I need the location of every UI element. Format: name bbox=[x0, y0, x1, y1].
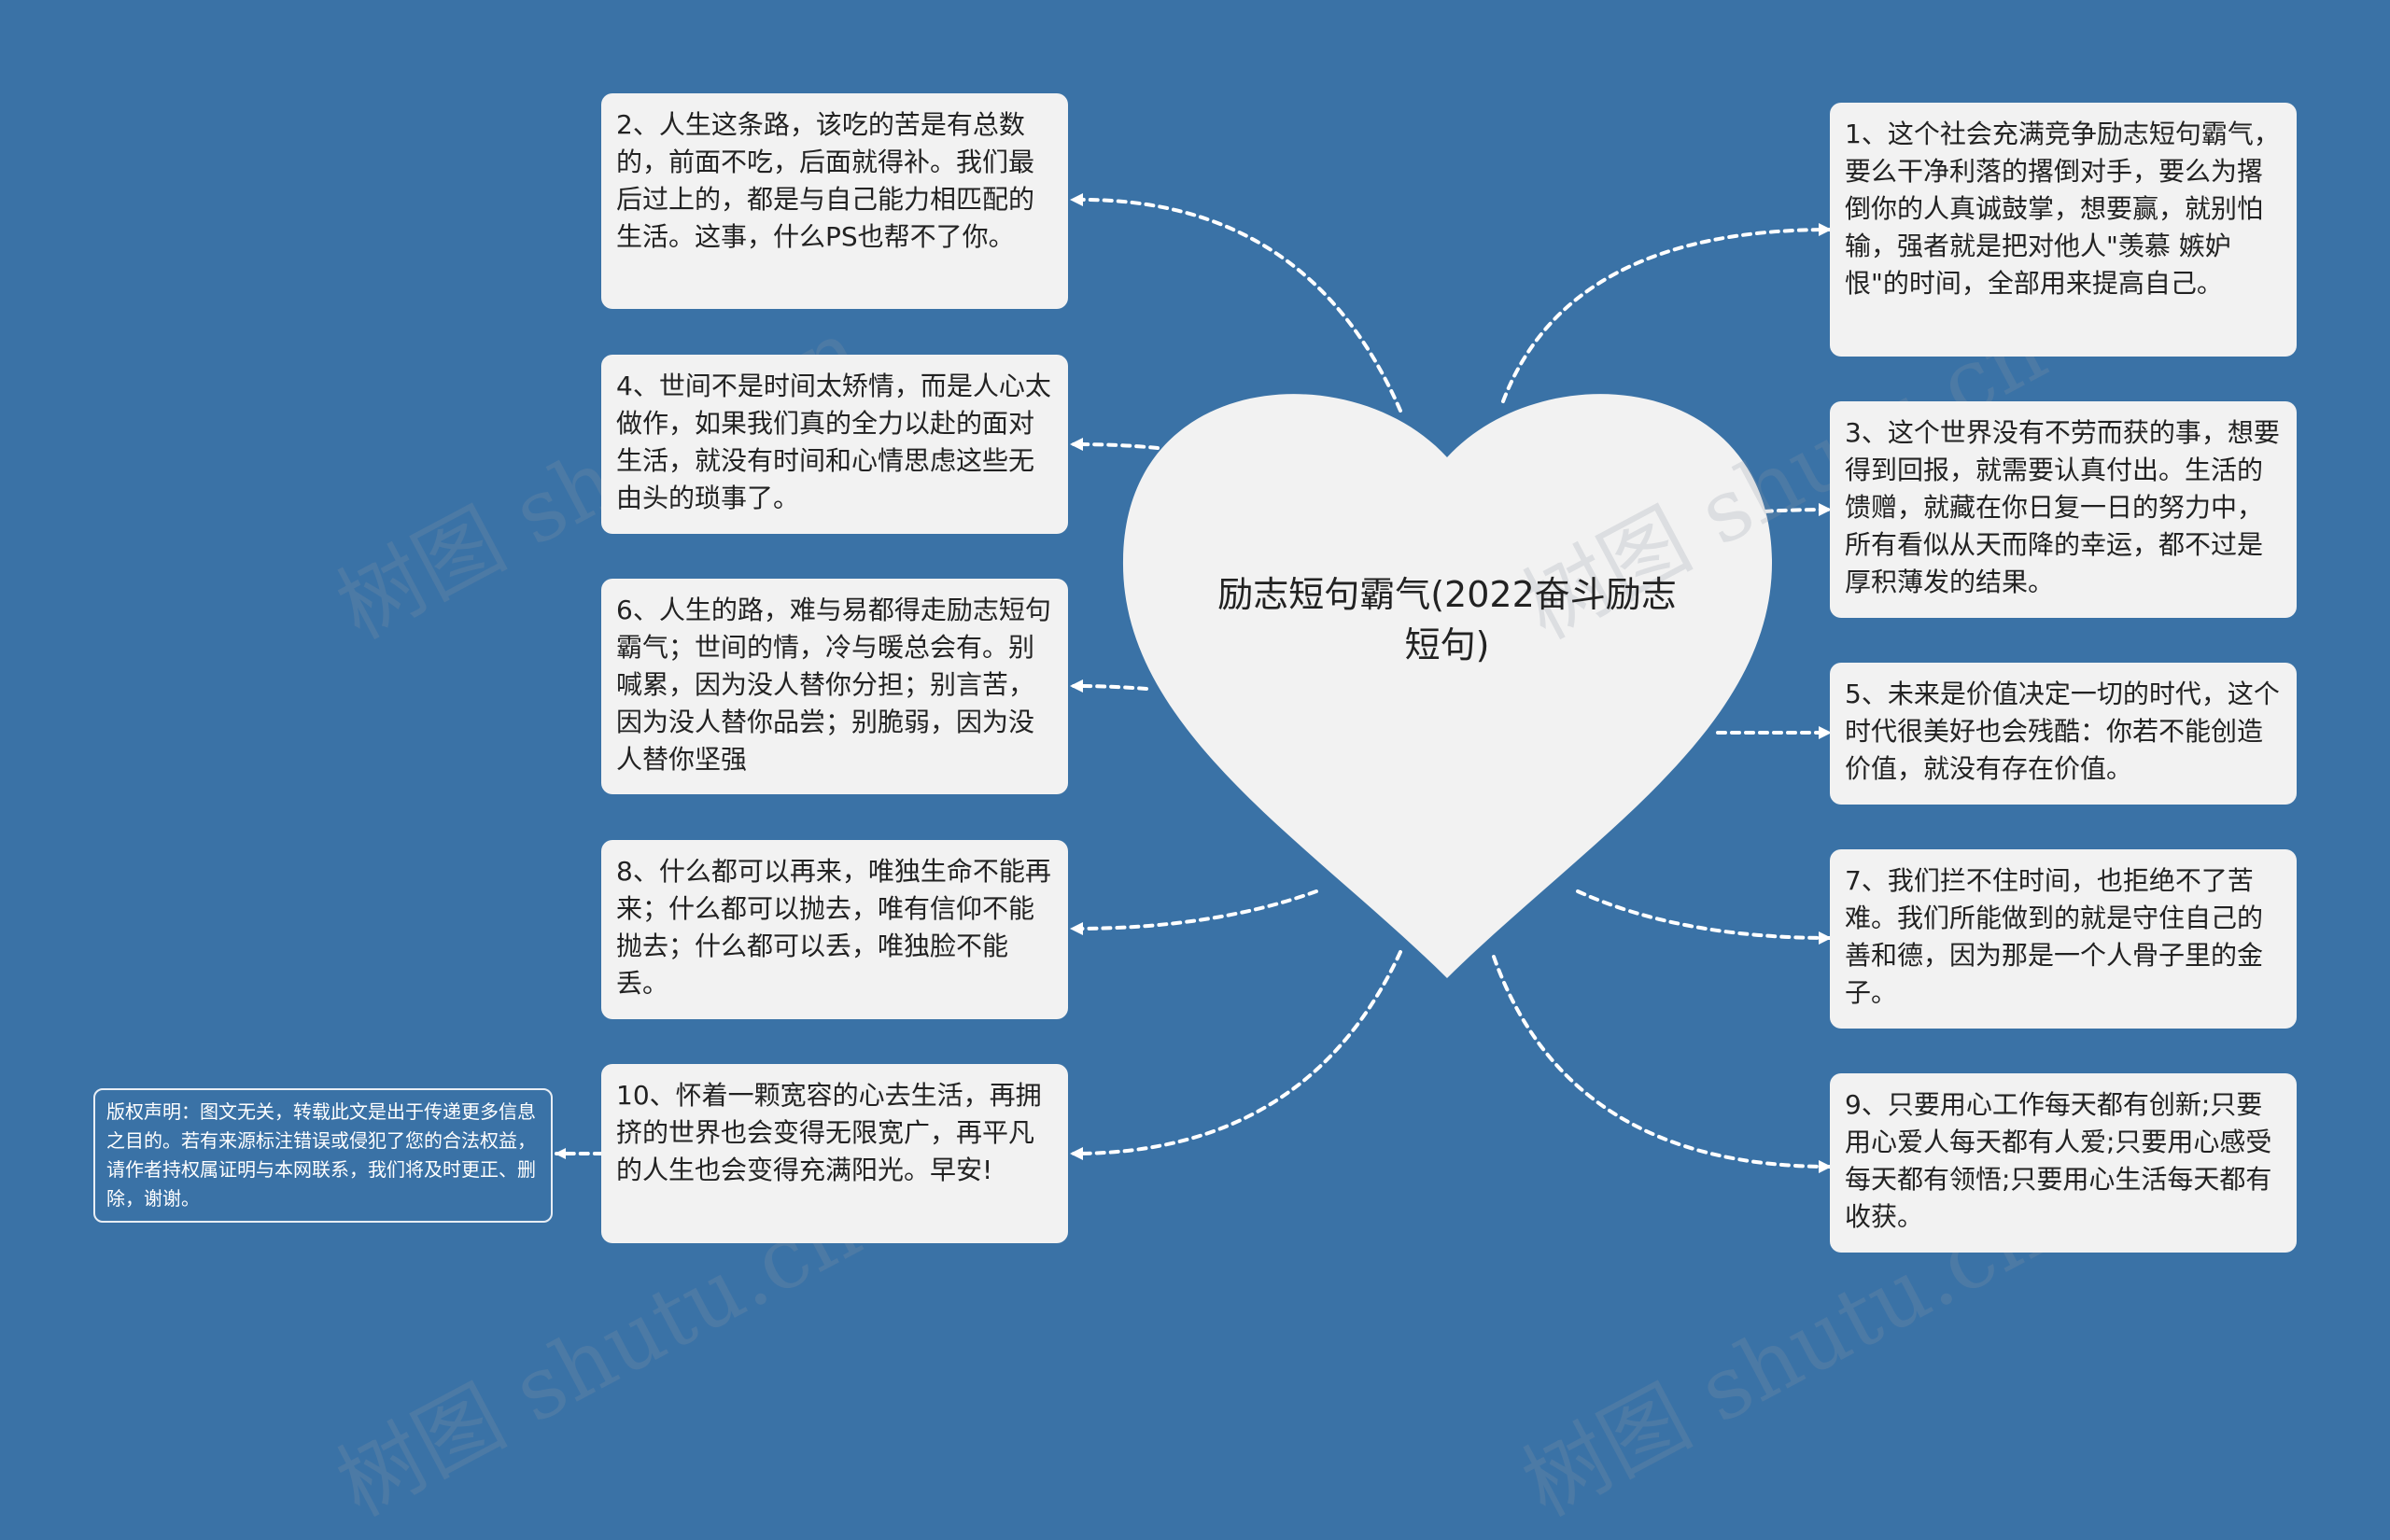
arrow-card-1 bbox=[1819, 223, 1832, 236]
copyright-text: 版权声明：图文无关，转载此文是出于传递更多信息之目的。若有来源标注错误或侵犯了您… bbox=[106, 1100, 536, 1210]
arrow-card-8 bbox=[1070, 922, 1083, 935]
card-7[interactable]: 7、我们拦不住时间，也拒绝不了苦难。我们所能做到的就是守住自己的善和德，因为那是… bbox=[1830, 849, 2297, 1029]
connector-card-9 bbox=[1492, 955, 1832, 1169]
connector-card-1 bbox=[1501, 228, 1832, 403]
arrow-copyright bbox=[555, 1148, 566, 1159]
card-6[interactable]: 6、人生的路，难与易都得走励志短句霸气；世间的情，冷与暖总会有。别喊累，因为没人… bbox=[601, 579, 1068, 794]
card-text: 3、这个世界没有不劳而获的事，想要得到回报，就需要认真付出。生活的馈赠，就藏在你… bbox=[1845, 417, 2280, 597]
arrow-card-5 bbox=[1819, 726, 1832, 739]
card-text: 10、怀着一颗宽容的心去生活，再拥挤的世界也会变得无限宽广，再平凡的人生也会变得… bbox=[616, 1080, 1042, 1185]
card-4[interactable]: 4、世间不是时间太矫情，而是人心太做作，如果我们真的全力以赴的面对生活，就没有时… bbox=[601, 355, 1068, 534]
connector-card-7 bbox=[1576, 889, 1832, 940]
arrow-card-10 bbox=[1070, 1147, 1083, 1160]
card-text: 7、我们拦不住时间，也拒绝不了苦难。我们所能做到的就是守住自己的善和德，因为那是… bbox=[1845, 865, 2264, 1008]
mind-map-canvas: 树图 shutu.cn 树图 shutu.cn 树图 shutu.cn 树图 s… bbox=[93, 93, 2297, 1535]
card-1[interactable]: 1、这个社会充满竞争励志短句霸气，要么干净利落的撂倒对手，要么为撂倒你的人真诚鼓… bbox=[1830, 103, 2297, 357]
copyright-notice: 版权声明：图文无关，转载此文是出于传递更多信息之目的。若有来源标注错误或侵犯了您… bbox=[93, 1088, 553, 1223]
arrow-card-7 bbox=[1819, 931, 1832, 945]
card-2[interactable]: 2、人生这条路，该吃的苦是有总数的，前面不吃，后面就得补。我们最后过上的，都是与… bbox=[601, 93, 1068, 309]
card-text: 1、这个社会充满竞争励志短句霸气，要么干净利落的撂倒对手，要么为撂倒你的人真诚鼓… bbox=[1845, 119, 2280, 299]
card-9[interactable]: 9、只要用心工作每天都有创新;只要用心爱人每天都有人爱;只要用心感受每天都有领悟… bbox=[1830, 1073, 2297, 1253]
card-8[interactable]: 8、什么都可以再来，唯独生命不能再来；什么都可以抛去，唯有信仰不能抛去；什么都可… bbox=[601, 840, 1068, 1019]
connector-card-10 bbox=[1072, 950, 1402, 1155]
card-5[interactable]: 5、未来是价值决定一切的时代，这个时代很美好也会残酷：你若不能创造价值，就没有存… bbox=[1830, 663, 2297, 805]
card-text: 5、未来是价值决定一切的时代，这个时代很美好也会残酷：你若不能创造价值，就没有存… bbox=[1845, 679, 2280, 784]
arrow-card-2 bbox=[1070, 193, 1083, 206]
arrow-card-6 bbox=[1070, 679, 1083, 693]
arrow-card-4 bbox=[1070, 438, 1083, 451]
card-text: 2、人生这条路，该吃的苦是有总数的，前面不吃，后面就得补。我们最后过上的，都是与… bbox=[616, 109, 1035, 252]
connector-card-4 bbox=[1072, 442, 1160, 450]
connector-layer bbox=[555, 193, 1832, 1173]
connector-card-6 bbox=[1072, 684, 1148, 691]
card-3[interactable]: 3、这个世界没有不劳而获的事，想要得到回报，就需要认真付出。生活的馈赠，就藏在你… bbox=[1830, 401, 2297, 618]
card-text: 4、世间不是时间太矫情，而是人心太做作，如果我们真的全力以赴的面对生活，就没有时… bbox=[616, 371, 1051, 513]
arrow-card-9 bbox=[1819, 1160, 1832, 1173]
connector-card-2 bbox=[1072, 197, 1402, 413]
heart-shape bbox=[1122, 394, 1773, 978]
central-topic[interactable]: 励志短句霸气(2022奋斗励志短句) bbox=[1217, 574, 1677, 665]
arrow-card-3 bbox=[1819, 503, 1832, 516]
card-10[interactable]: 10、怀着一颗宽容的心去生活，再拥挤的世界也会变得无限宽广，再平凡的人生也会变得… bbox=[601, 1064, 1068, 1243]
card-text: 8、什么都可以再来，唯独生命不能再来；什么都可以抛去，唯有信仰不能抛去；什么都可… bbox=[616, 856, 1051, 999]
card-text: 6、人生的路，难与易都得走励志短句霸气；世间的情，冷与暖总会有。别喊累，因为没人… bbox=[616, 595, 1051, 775]
connector-card-8 bbox=[1072, 889, 1318, 931]
card-text: 9、只要用心工作每天都有创新;只要用心爱人每天都有人爱;只要用心感受每天都有领悟… bbox=[1845, 1089, 2272, 1232]
